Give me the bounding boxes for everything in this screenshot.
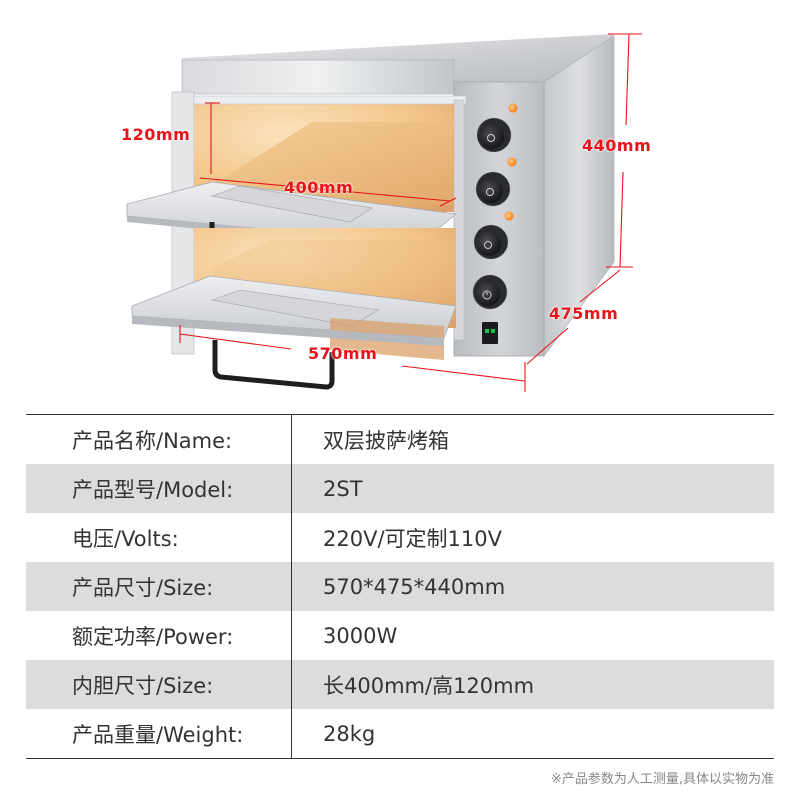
temperature-knob-icon[interactable] bbox=[475, 171, 511, 207]
spec-table: 产品名称/Name: 双层披萨烤箱 产品型号/Model: 2ST 电压/Vol… bbox=[26, 414, 774, 759]
height-label: 440mm bbox=[582, 136, 652, 155]
spec-row-size: 产品尺寸/Size: 570*475*440mm bbox=[26, 562, 774, 611]
spec-row-weight: 产品重量/Weight: 28kg bbox=[26, 709, 774, 758]
spec-value: 28kg bbox=[323, 721, 376, 746]
spec-value: 3000W bbox=[323, 623, 398, 648]
lower-door-handle bbox=[212, 340, 335, 390]
power-switch-icon[interactable] bbox=[482, 322, 498, 344]
timer-knob-icon[interactable] bbox=[472, 274, 508, 310]
indicator-light-icon bbox=[504, 211, 514, 221]
cavity-height-label: 120mm bbox=[121, 125, 191, 144]
width-label: 570mm bbox=[308, 344, 378, 363]
spec-label: 产品名称/Name: bbox=[26, 415, 292, 464]
spec-label: 产品尺寸/Size: bbox=[26, 562, 292, 611]
indicator-light-icon bbox=[508, 103, 518, 113]
spec-row-name: 产品名称/Name: 双层披萨烤箱 bbox=[26, 415, 774, 464]
spec-label: 产品重量/Weight: bbox=[26, 709, 292, 758]
spec-row-power: 额定功率/Power: 3000W bbox=[26, 611, 774, 660]
spec-value: 570*475*440mm bbox=[323, 574, 506, 599]
spec-label: 额定功率/Power: bbox=[26, 611, 292, 660]
dimension-lines bbox=[179, 33, 642, 392]
spec-value: 双层披萨烤箱 bbox=[323, 428, 449, 453]
spec-row-volts: 电压/Volts: 220V/可定制110V bbox=[26, 513, 774, 562]
spec-label: 电压/Volts: bbox=[26, 513, 292, 562]
depth-label: 475mm bbox=[549, 304, 619, 323]
temperature-knob-icon[interactable] bbox=[476, 117, 512, 153]
indicator-light-icon bbox=[507, 157, 517, 167]
measurement-disclaimer: ※产品参数为人工测量,具体以实物为准 bbox=[550, 772, 774, 787]
spec-label: 产品型号/Model: bbox=[26, 464, 292, 513]
spec-value: 长400mm/高120mm bbox=[323, 673, 535, 698]
spec-value: 220V/可定制110V bbox=[323, 526, 502, 551]
cavity-length-label: 400mm bbox=[284, 178, 354, 197]
temperature-knob-icon[interactable] bbox=[473, 224, 509, 260]
upper-pizza-stone bbox=[215, 122, 456, 205]
spec-label: 内胆尺寸/Size: bbox=[26, 660, 292, 709]
spec-row-inner-size: 内胆尺寸/Size: 长400mm/高120mm bbox=[26, 660, 774, 709]
spec-row-model: 产品型号/Model: 2ST bbox=[26, 464, 774, 513]
spec-value: 2ST bbox=[323, 476, 363, 501]
product-image: 120mm 400mm 440mm 475mm 570mm bbox=[121, 33, 652, 392]
pizza-oven-illustration bbox=[126, 33, 642, 392]
